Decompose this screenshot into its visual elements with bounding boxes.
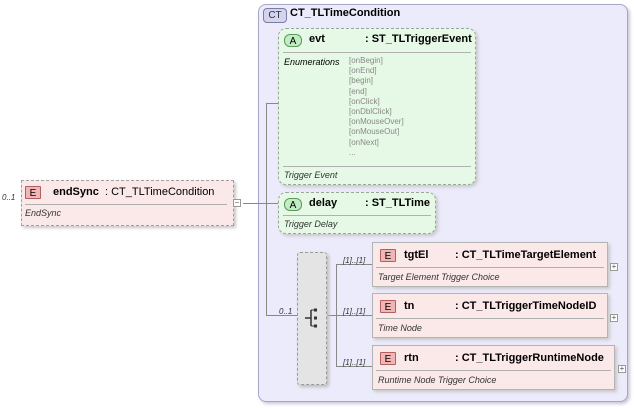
element-type: : CT_TLTriggerRuntimeNode bbox=[455, 352, 604, 364]
connector-inner-choice bbox=[266, 315, 297, 316]
enumerations-label: Enumerations bbox=[284, 57, 340, 67]
root-element-endSync[interactable]: E endSync : CT_TLTimeCondition EndSync bbox=[21, 180, 234, 226]
child-element-tgtEl[interactable]: E tgtEl : CT_TLTimeTargetElement Target … bbox=[372, 242, 608, 287]
separator bbox=[376, 267, 604, 268]
element-tag: E bbox=[380, 300, 396, 313]
element-name: endSync bbox=[53, 186, 99, 198]
child-cardinality: [1]..[1] bbox=[343, 256, 366, 265]
element-tag: E bbox=[25, 186, 41, 199]
expand-toggle[interactable]: + bbox=[618, 364, 626, 373]
attribute-description: Trigger Delay bbox=[284, 219, 338, 229]
enum-item: [onEnd] bbox=[349, 66, 377, 76]
attribute-description: Trigger Event bbox=[284, 170, 338, 180]
enum-item: [begin] bbox=[349, 76, 374, 86]
element-name: tgtEl bbox=[404, 249, 429, 261]
separator bbox=[283, 52, 471, 53]
enum-item: [onBegin] bbox=[349, 56, 383, 65]
enum-item: [onMouseOut] bbox=[349, 127, 400, 137]
attribute-type: : ST_TLTriggerEvent bbox=[365, 33, 472, 45]
enum-item: [onClick] bbox=[349, 96, 380, 106]
connector-inner-tgtEl bbox=[336, 264, 372, 265]
child-cardinality: [1]..[1] bbox=[343, 358, 366, 367]
choice-cardinality: 0..1 bbox=[279, 307, 293, 316]
element-type: : CT_TLTimeTargetElement bbox=[455, 249, 597, 261]
connector-inner-trunk bbox=[266, 103, 267, 315]
connector-root-to-ct bbox=[243, 203, 267, 204]
element-tag: E bbox=[380, 249, 396, 262]
attribute-delay[interactable]: A delay : ST_TLTime Trigger Delay bbox=[278, 192, 436, 234]
choice-compositor[interactable] bbox=[297, 252, 327, 385]
separator bbox=[376, 318, 604, 319]
connector-inner-tn bbox=[336, 315, 372, 316]
element-name: tn bbox=[404, 300, 415, 312]
element-description: EndSync bbox=[25, 208, 62, 218]
element-type: : CT_TLTimeCondition bbox=[105, 186, 215, 198]
enum-item: ... bbox=[349, 147, 356, 157]
separator bbox=[25, 204, 227, 205]
complex-type-name: CT_TLTimeCondition bbox=[290, 7, 401, 19]
separator bbox=[283, 215, 431, 216]
enum-item: [onDblClick] bbox=[349, 107, 392, 117]
child-cardinality: [1]..[1] bbox=[343, 307, 366, 316]
enumeration-list: [onBegin] [onEnd] [begin] [end] [onClick… bbox=[349, 56, 404, 158]
attribute-tag: A bbox=[284, 198, 302, 211]
child-element-tn[interactable]: E tn : CT_TLTriggerTimeNodeID Time Node bbox=[372, 293, 608, 338]
expand-toggle[interactable]: + bbox=[610, 262, 618, 271]
child-element-rtn[interactable]: E rtn : CT_TLTriggerRuntimeNode Runtime … bbox=[372, 345, 615, 390]
element-name: rtn bbox=[404, 352, 419, 364]
attribute-type: : ST_TLTime bbox=[365, 197, 430, 209]
collapse-toggle[interactable]: − bbox=[233, 198, 241, 207]
root-cardinality: 0..1 bbox=[2, 193, 16, 202]
enum-item: [end] bbox=[349, 86, 367, 96]
choice-icon bbox=[305, 308, 317, 328]
enum-item: [onNext] bbox=[349, 137, 379, 147]
element-tag: E bbox=[380, 352, 396, 365]
attribute-name: evt bbox=[309, 33, 325, 45]
enum-item: [onMouseOver] bbox=[349, 117, 404, 127]
attribute-evt[interactable]: A evt : ST_TLTriggerEvent Enumerations [… bbox=[278, 28, 476, 185]
element-description: Runtime Node Trigger Choice bbox=[378, 375, 497, 385]
connector-inner-delay bbox=[258, 203, 278, 204]
separator bbox=[283, 166, 471, 167]
connector-inner-evt bbox=[266, 103, 278, 104]
element-type: : CT_TLTriggerTimeNodeID bbox=[455, 300, 597, 312]
expand-toggle[interactable]: + bbox=[610, 313, 618, 322]
connector-inner-rtn bbox=[336, 366, 372, 367]
element-description: Time Node bbox=[378, 323, 422, 333]
element-description: Target Element Trigger Choice bbox=[378, 272, 500, 282]
attribute-tag: A bbox=[284, 34, 302, 47]
attribute-name: delay bbox=[309, 197, 338, 209]
connector-inner-choice-out bbox=[326, 315, 337, 316]
complex-type-tag: CT bbox=[263, 8, 287, 23]
separator bbox=[376, 370, 611, 371]
